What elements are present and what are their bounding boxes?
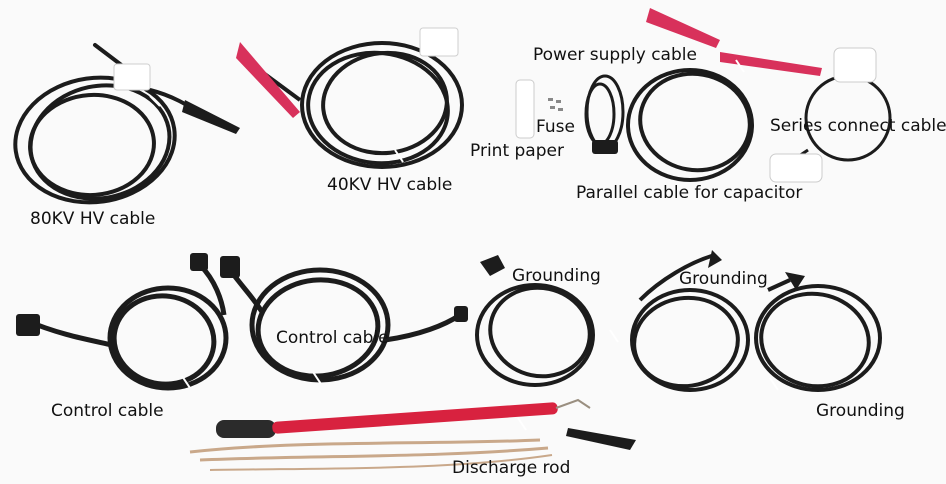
grounding-cable-2: [630, 253, 750, 392]
fuse-set: [548, 98, 563, 111]
hv-80kv-clip: [182, 100, 240, 134]
label-fuse: Fuse: [536, 117, 575, 137]
parallel-capacitor-cable: [626, 68, 754, 182]
parallel-red-clip-2: [720, 52, 822, 76]
print-paper-roll: [515, 79, 535, 139]
hv-40kv-cable: [260, 41, 464, 169]
parallel-red-clip-1: [646, 8, 720, 48]
control-connector-middle: [220, 256, 240, 278]
label-40kv-hv-cable: 40KV HV cable: [327, 175, 453, 195]
power-plug: [592, 140, 618, 154]
label-grounding-3: Grounding: [816, 401, 905, 421]
grounding-cable-1: [475, 283, 595, 387]
cable-ties: [149, 59, 779, 431]
grounding-cable-3: [754, 278, 882, 392]
label-power-supply-cable: Power supply cable: [533, 45, 697, 65]
hv-40kv-red-clip: [236, 42, 300, 118]
grounding-clip-2: [708, 250, 722, 268]
control-connector-left: [16, 314, 40, 336]
series-insulator-1: [833, 47, 877, 83]
series-insulator-2: [769, 153, 823, 183]
label-parallel-cable-capacitor: Parallel cable for capacitor: [576, 183, 803, 203]
label-discharge-rod: Discharge rod: [452, 458, 571, 478]
discharge-rod: [189, 398, 636, 471]
label-80kv-hv-cable: 80KV HV cable: [30, 209, 156, 229]
label-series-connect-cable: Series connect cable: [770, 116, 946, 136]
label-grounding-2: Grounding: [679, 269, 768, 289]
grounding-clip-3: [785, 272, 805, 290]
hv-80kv-tag: [113, 63, 151, 91]
control-connector-left-top: [190, 253, 208, 271]
label-control-cable-1: Control cable: [276, 328, 389, 348]
label-print-paper: Print paper: [470, 141, 564, 161]
hv-40kv-tag: [419, 27, 459, 57]
hv-80kv-cable: [13, 43, 207, 205]
grounding-clip-1: [480, 255, 505, 276]
label-control-cable-2: Control cable: [51, 401, 164, 421]
label-grounding-1: Grounding: [512, 266, 601, 286]
control-connector-middle-end: [454, 306, 468, 322]
